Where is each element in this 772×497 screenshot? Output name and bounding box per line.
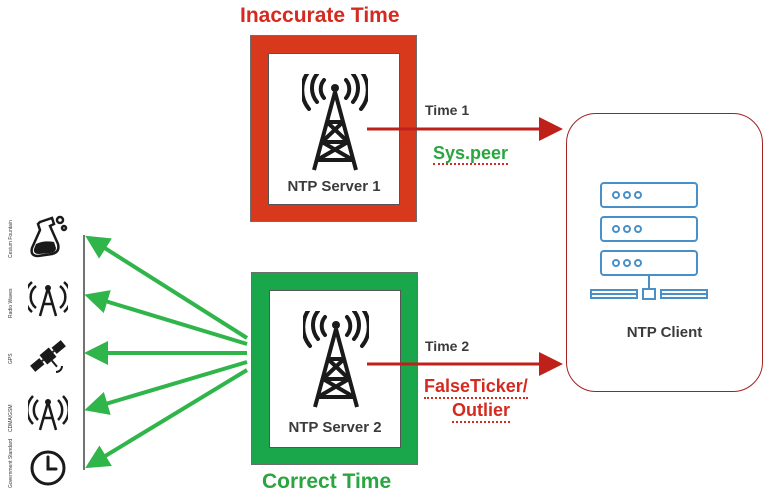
server-rack-icon bbox=[590, 182, 708, 300]
ntp-server-2-frame: NTP Server 2 bbox=[251, 272, 418, 465]
source-label-radio: Radio Waves bbox=[8, 288, 14, 318]
false-ticker-line2: Outlier bbox=[452, 399, 511, 423]
clock-icon bbox=[30, 450, 66, 486]
flask-icon bbox=[30, 215, 68, 258]
source-label-gps: GPS bbox=[8, 353, 14, 364]
source-arrow-cdma bbox=[84, 360, 248, 415]
ntp-server-2-panel: NTP Server 2 bbox=[269, 290, 401, 448]
cell-tower-icon bbox=[28, 395, 68, 431]
satellite-icon bbox=[30, 340, 66, 373]
time-2-label: Time 2 bbox=[425, 338, 470, 354]
source-arrow-radio bbox=[84, 290, 248, 346]
radio-tower-icon bbox=[28, 281, 68, 317]
ntp-server-1-label: NTP Server 1 bbox=[287, 178, 381, 195]
source-label-cdma: CDMA/GSM bbox=[8, 404, 14, 433]
false-ticker-line1: FalseTicker/ bbox=[424, 375, 528, 399]
ntp-client-box: NTP Client bbox=[566, 113, 763, 392]
radio-tower-icon bbox=[302, 74, 368, 171]
sys-peer-label: Sys.peer bbox=[433, 143, 509, 165]
source-arrow-cesium bbox=[85, 235, 249, 340]
source-arrow-gov bbox=[85, 368, 249, 469]
ntp-server-2-label: NTP Server 2 bbox=[288, 419, 382, 436]
radio-tower-icon bbox=[303, 311, 369, 408]
correct-time-title: Correct Time bbox=[262, 470, 392, 493]
inaccurate-time-title: Inaccurate Time bbox=[240, 4, 400, 27]
source-label-gov: Government Standard bbox=[8, 438, 14, 488]
ntp-client-label: NTP Client bbox=[626, 324, 703, 341]
source-label-cesium: Cesium Fountain bbox=[8, 220, 14, 258]
time-1-label: Time 1 bbox=[425, 102, 470, 118]
false-ticker-label: FalseTicker/ Outlier bbox=[424, 375, 528, 423]
